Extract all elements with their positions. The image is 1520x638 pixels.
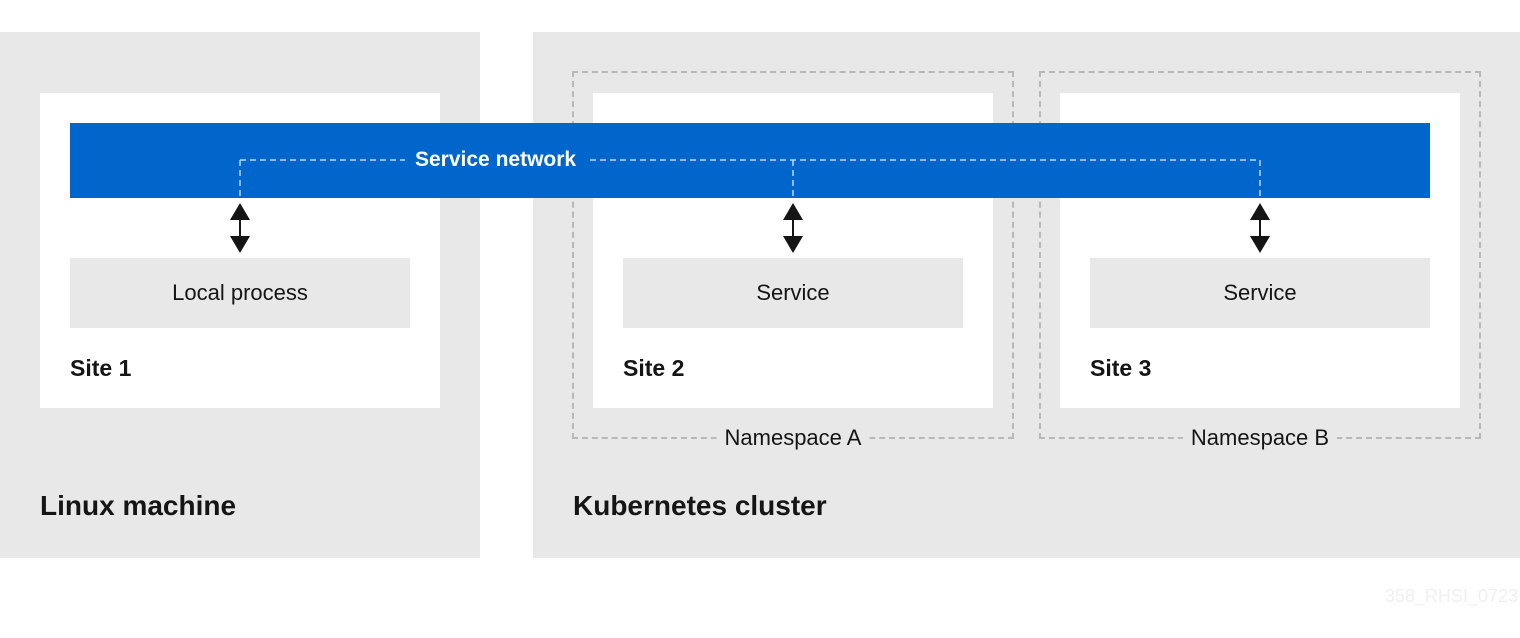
service-label-site3: Service [1223, 280, 1297, 305]
linux-machine-label: Linux machine [40, 490, 237, 521]
local-process-label: Local process [172, 280, 308, 305]
local-process-box: Local process [70, 258, 410, 328]
site-2-label: Site 2 [623, 355, 685, 381]
kubernetes-cluster-label: Kubernetes cluster [573, 490, 827, 521]
namespace-b-label: Namespace B [1182, 424, 1338, 452]
arrow-site1-icon [230, 203, 250, 253]
site-3-label: Site 3 [1090, 355, 1152, 381]
service-network-label: Service network [405, 146, 587, 174]
namespace-a-label: Namespace A [716, 424, 870, 452]
service-label-site2: Service [756, 280, 830, 305]
arrow-site2-icon [783, 203, 803, 253]
service-box-site3: Service [1090, 258, 1430, 328]
service-box-site2: Service [623, 258, 963, 328]
figure-id-watermark: 358_RHSI_0723 [1384, 586, 1518, 606]
arrow-site3-icon [1250, 203, 1270, 253]
site-1-label: Site 1 [70, 355, 132, 381]
